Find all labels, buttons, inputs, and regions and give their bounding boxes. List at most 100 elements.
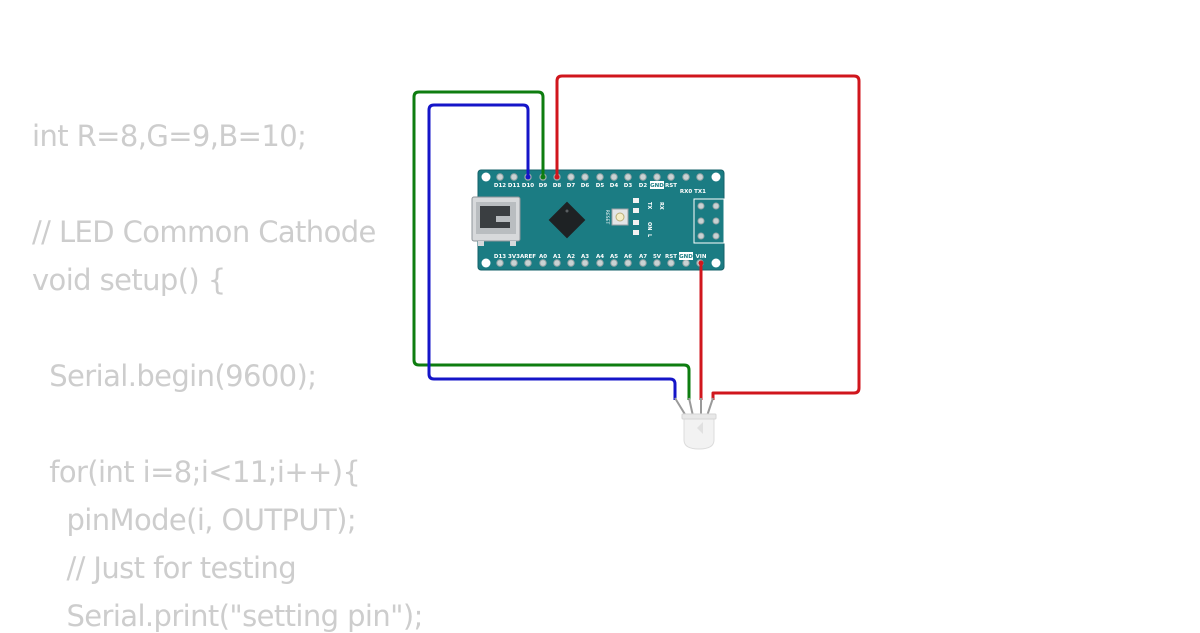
pin-hole[interactable] — [510, 259, 518, 267]
led-rx-icon — [633, 208, 639, 213]
mounting-hole — [481, 172, 491, 182]
pin-hole[interactable] — [682, 173, 690, 181]
status-leds: TX RX ON L — [633, 198, 664, 238]
code-line: pinMode(i, OUTPUT); — [32, 503, 357, 537]
wire-green[interactable] — [412, 90, 691, 400]
pin-label: TX1 — [694, 189, 706, 195]
wire-endpoint — [698, 260, 704, 266]
usb-tab — [510, 241, 516, 246]
pin-hole[interactable] — [610, 259, 618, 267]
pin-label: D8 — [553, 183, 562, 189]
rgb-led[interactable] — [674, 397, 717, 450]
pin-hole[interactable] — [624, 259, 632, 267]
code-line: // Just for testing — [32, 551, 297, 585]
code-line: Serial.begin(9600); — [32, 359, 317, 393]
bottom-pin-labels: D13 3V3 AREF A0 A1 A2 A3 A4 A5 A6 A7 5V … — [494, 252, 707, 260]
led-reflector — [697, 422, 703, 434]
pin-label: VIN — [696, 254, 707, 260]
reset-button[interactable]: RESET — [604, 208, 629, 226]
pin-hole[interactable] — [639, 173, 647, 181]
icsp-pin — [697, 202, 705, 210]
wire-blue[interactable] — [427, 103, 677, 400]
pin-hole[interactable] — [596, 173, 604, 181]
pin-hole[interactable] — [610, 173, 618, 181]
pin-hole[interactable] — [653, 259, 661, 267]
arduino-nano-board[interactable]: D12 D11 D10 D9 D8 D7 D6 D5 D4 D3 D2 GND … — [471, 169, 725, 271]
pin-label: GND — [679, 254, 693, 260]
pin-label: D10 — [522, 183, 534, 189]
icsp-pin — [712, 232, 720, 240]
pin-hole[interactable] — [581, 259, 589, 267]
wire-endpoint — [525, 174, 531, 180]
mounting-hole — [711, 172, 721, 182]
gnd-label-bg — [679, 252, 693, 260]
pin-label: 3V3 — [508, 254, 520, 260]
pin-label: A5 — [610, 254, 618, 260]
icsp-pin — [712, 217, 720, 225]
pin-hole[interactable] — [596, 259, 604, 267]
icsp-pin — [712, 202, 720, 210]
pin-hole[interactable] — [539, 259, 547, 267]
pin-hole[interactable] — [682, 259, 690, 267]
pin-label: GND — [650, 183, 664, 189]
chip-body — [548, 201, 586, 239]
pin-label: D7 — [567, 183, 576, 189]
pin-label: A1 — [553, 254, 561, 260]
pin-hole[interactable] — [653, 173, 661, 181]
code-line: Serial.print("setting pin"); — [32, 599, 423, 633]
code-line: int R=8,G=9,B=10; — [32, 119, 307, 153]
code-line: // LED Common Cathode — [32, 215, 376, 249]
led-bulb-icon — [683, 417, 715, 450]
usb-connector-icon — [471, 196, 521, 246]
pin-hole[interactable] — [696, 173, 704, 181]
pin-label: A0 — [539, 254, 547, 260]
reset-label: RESET — [604, 210, 610, 225]
board-pcb — [478, 170, 724, 270]
icsp-pin — [697, 232, 705, 240]
gnd-label-bg — [650, 181, 664, 189]
wire-endpoint — [554, 174, 560, 180]
pin-hole[interactable] — [639, 259, 647, 267]
icsp-header — [693, 198, 725, 244]
pin-label: A2 — [567, 254, 575, 260]
pin-label: D5 — [596, 183, 605, 189]
mounting-hole — [481, 258, 491, 268]
pin-hole[interactable] — [496, 259, 504, 267]
pin-hole[interactable] — [581, 173, 589, 181]
microcontroller-chip-icon — [548, 201, 586, 239]
pin-label: RX0 — [680, 189, 692, 195]
pin-label: RST — [665, 254, 677, 260]
pin-hole[interactable] — [524, 259, 532, 267]
pin-hole[interactable] — [510, 173, 518, 181]
pin-hole[interactable] — [667, 259, 675, 267]
pin-hole[interactable] — [496, 173, 504, 181]
pin-label: D6 — [581, 183, 590, 189]
led-rim — [681, 413, 717, 420]
pin-label: D3 — [624, 183, 633, 189]
reset-button-cap — [615, 212, 625, 222]
led-l-icon — [633, 230, 639, 235]
code-line: void setup() { — [32, 263, 226, 297]
pin-label: D13 — [494, 254, 506, 260]
pin-label: A3 — [581, 254, 589, 260]
pin-hole[interactable] — [624, 173, 632, 181]
usb-tab — [478, 241, 484, 246]
pin-label: A7 — [639, 254, 647, 260]
mounting-hole — [711, 258, 721, 268]
pin-hole[interactable] — [553, 259, 561, 267]
pin-label: 5V — [653, 254, 662, 260]
pin-hole[interactable] — [567, 259, 575, 267]
led-on-icon — [633, 220, 639, 225]
pin-label: D11 — [508, 183, 520, 189]
pin-label: D2 — [639, 183, 648, 189]
top-pin-labels: D12 D11 D10 D9 D8 D7 D6 D5 D4 D3 D2 GND … — [494, 181, 706, 195]
pin-hole[interactable] — [567, 173, 575, 181]
l-label: L — [646, 234, 652, 238]
on-label: ON — [646, 222, 652, 230]
pin-hole[interactable] — [667, 173, 675, 181]
tx-label: TX — [646, 202, 652, 209]
wire-red[interactable] — [555, 74, 861, 400]
pin-label: AREF — [520, 254, 536, 260]
